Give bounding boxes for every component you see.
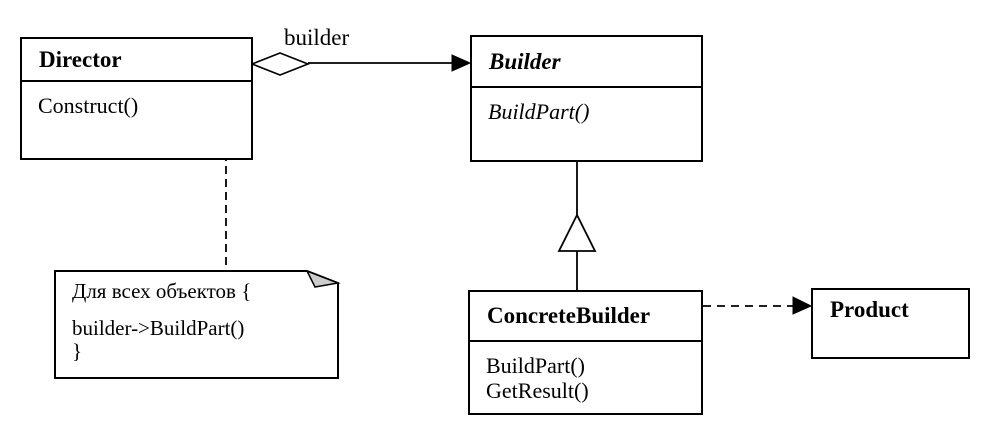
aggregation-diamond: [249, 52, 311, 76]
method-buildpart-abstract: BuildPart(): [488, 99, 590, 124]
note-line: builder->BuildPart(): [72, 316, 245, 340]
dependency-arrowhead: [792, 296, 813, 315]
class-box-builder: Builder BuildPart(): [470, 35, 703, 162]
class-title-product: Product: [830, 297, 909, 322]
inheritance-triangle: [557, 212, 597, 252]
method-buildpart: BuildPart(): [486, 353, 585, 378]
class-box-director: Director Construct(): [20, 37, 253, 160]
aggregation-arrowhead: [451, 54, 472, 72]
note-line: Для всех объектов {: [72, 279, 252, 303]
note-outline: [54, 270, 339, 379]
class-methods-director: Construct(): [22, 82, 251, 118]
class-title-builder: Builder: [472, 37, 701, 88]
class-box-product: Product: [811, 288, 970, 359]
class-methods-concrete-builder: BuildPart() GetResult(): [470, 342, 701, 403]
note-text: Для всех объектов { builder->BuildPart()…: [72, 280, 327, 363]
method-getresult: GetResult(): [486, 378, 589, 403]
note-fold-corner: [305, 269, 341, 288]
class-methods-builder: BuildPart(): [472, 88, 701, 124]
aggregation-edge-label: builder: [284, 25, 350, 50]
note-line: }: [72, 339, 83, 363]
method-construct: Construct(): [38, 93, 139, 118]
class-title-director: Director: [22, 39, 251, 82]
class-title-concrete-builder: ConcreteBuilder: [470, 292, 701, 342]
class-box-concrete-builder: ConcreteBuilder BuildPart() GetResult(): [468, 290, 703, 415]
